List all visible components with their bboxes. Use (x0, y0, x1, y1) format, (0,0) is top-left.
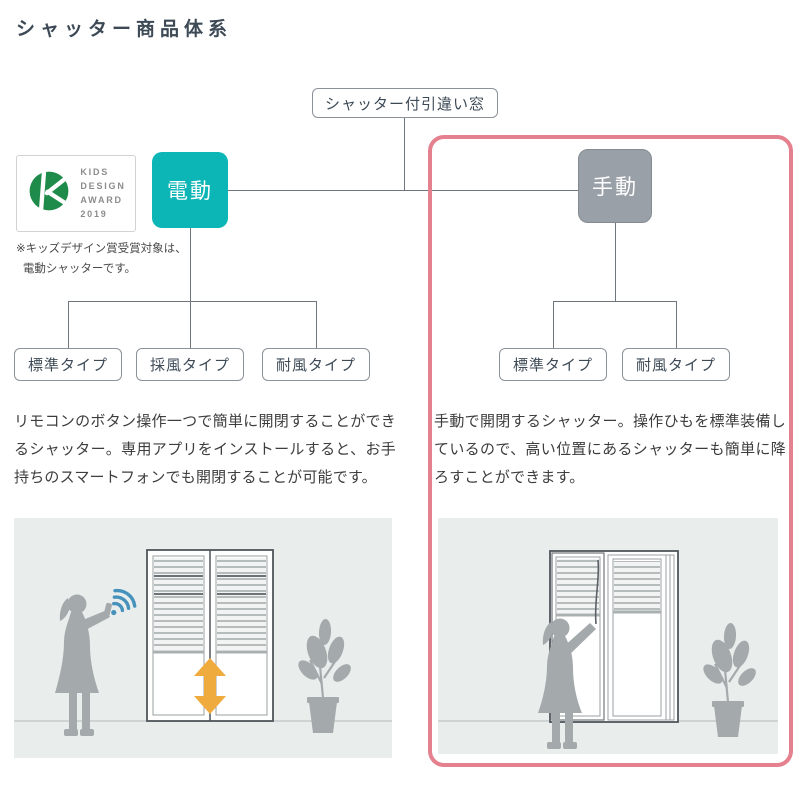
connector-manual-stub-2 (676, 301, 677, 348)
connector-main-horizontal (228, 190, 578, 191)
type-label: 耐風タイプ (635, 357, 716, 374)
connector-manual-stub-1 (553, 301, 554, 348)
manual-illustration (438, 518, 778, 754)
electric-description: リモコンのボタン操作一つで簡単に開閉することができるシャッター。専用アプリをイン… (14, 413, 396, 486)
award-note-line1: ※キッズデザイン賞受賞対象は、 (16, 243, 187, 255)
root-node: シャッター付引違い窓 (312, 88, 498, 118)
root-node-label: シャッター付引違い窓 (324, 95, 485, 113)
connector-manual-horizontal (553, 301, 676, 302)
award-logo-icon (26, 168, 72, 219)
award-note: ※キッズデザイン賞受賞対象は、 電動シャッターです。 (16, 240, 187, 279)
up-down-arrow-icon (194, 658, 226, 714)
type-label: 耐風タイプ (275, 357, 356, 374)
connector-root-vertical (404, 118, 405, 191)
plant-silhouette (703, 623, 756, 737)
connector-electric-horizontal (68, 301, 317, 302)
page-title: シャッター商品体系 (16, 19, 233, 40)
person-pulling-cord-silhouette (538, 618, 596, 749)
manual-description: 手動で開閉するシャッター。操作ひもを標準装備しているので、高い位置にあるシャッタ… (434, 413, 786, 486)
award-badge-line: AWARD (80, 195, 123, 205)
plant-silhouette (298, 619, 351, 733)
kids-design-award-badge: KIDS DESIGN AWARD 2019 (16, 155, 136, 232)
person-with-remote-silhouette (55, 594, 112, 736)
connector-electric-stub-2 (190, 301, 191, 348)
award-badge-line: KIDS (80, 166, 110, 177)
award-badge-line: DESIGN (80, 180, 126, 191)
operating-cord (594, 559, 600, 625)
type-box-manual-windresist: 耐風タイプ (622, 348, 730, 381)
type-box-manual-standard: 標準タイプ (499, 348, 607, 381)
award-badge-text: KIDS DESIGN AWARD 2019 (80, 166, 125, 221)
type-box-electric-standard: 標準タイプ (14, 348, 122, 381)
type-box-electric-windresist: 耐風タイプ (262, 348, 370, 381)
connector-manual-vertical (615, 223, 616, 301)
award-note-line2: 電動シャッターです。 (22, 262, 137, 275)
node-manual: 手動 (578, 149, 652, 223)
connector-electric-vertical (190, 228, 191, 301)
node-electric-label: 電動 (167, 180, 213, 203)
award-badge-line: 2019 (80, 209, 108, 220)
type-label: 採風タイプ (149, 357, 230, 374)
connector-electric-stub-3 (316, 301, 317, 348)
wifi-icon (111, 588, 137, 616)
type-box-electric-ventilation: 採風タイプ (136, 348, 244, 381)
electric-illustration (14, 518, 392, 758)
type-label: 標準タイプ (512, 357, 593, 374)
type-label: 標準タイプ (27, 357, 108, 374)
node-manual-label: 手動 (592, 176, 638, 199)
connector-electric-stub-1 (68, 301, 69, 348)
node-electric: 電動 (152, 152, 228, 228)
